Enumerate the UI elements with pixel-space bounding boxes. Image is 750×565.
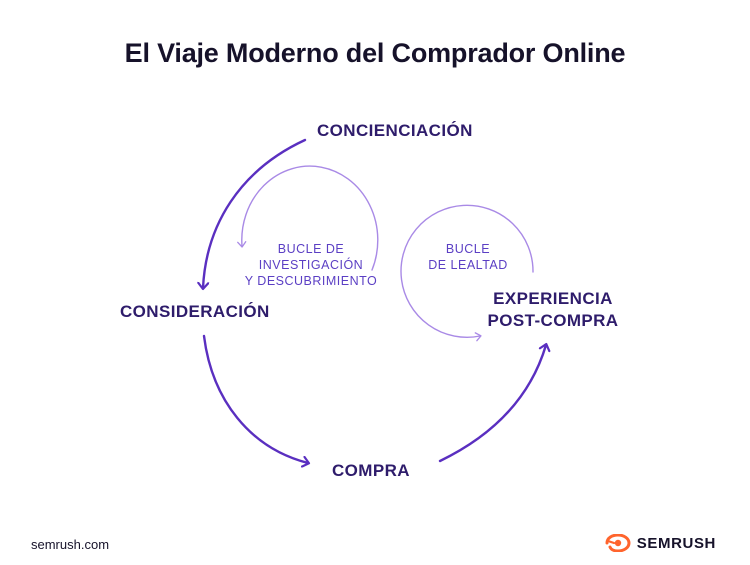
research-loop-line-3: Y DESCUBRIMIENTO	[244, 274, 378, 288]
arrow-consideration-to-purchase	[202, 334, 308, 463]
stage-post-purchase-line-1: EXPERIENCIA	[493, 289, 613, 308]
loyalty-loop-line-2: DE LEALTAD	[428, 258, 508, 272]
arrow-awareness-to-consideration	[203, 138, 307, 288]
arrow-purchase-to-post-purchase	[438, 345, 546, 463]
loyalty-loop-label: BUCLE DE LEALTAD	[418, 241, 518, 273]
stage-awareness: CONCIENCIACIÓN	[317, 121, 473, 140]
stage-purchase: COMPRA	[332, 461, 410, 480]
stage-post-purchase-line-2: POST-COMPRA	[487, 311, 619, 330]
loyalty-loop-line-1: BUCLE	[445, 242, 491, 256]
brand-name: SEMRUSH	[636, 534, 716, 552]
footer-url: semrush.com	[31, 537, 110, 552]
research-loop-line-1: BUCLE DE	[277, 242, 345, 256]
stage-consideration: CONSIDERACIÓN	[120, 302, 270, 321]
brand-logo: SEMRUSH	[605, 534, 716, 552]
loyalty-loop-arrow	[400, 204, 534, 342]
research-loop-line-2: INVESTIGACIÓN	[258, 258, 364, 272]
page-title: El Viaje Moderno del Comprador Online	[124, 38, 626, 68]
research-loop-arrow	[237, 165, 379, 271]
stage-post-purchase: EXPERIENCIA POST-COMPRA	[478, 288, 628, 332]
research-loop-label: BUCLE DE INVESTIGACIÓN Y DESCUBRIMIENTO	[236, 241, 386, 289]
semrush-flame-icon	[605, 534, 631, 552]
